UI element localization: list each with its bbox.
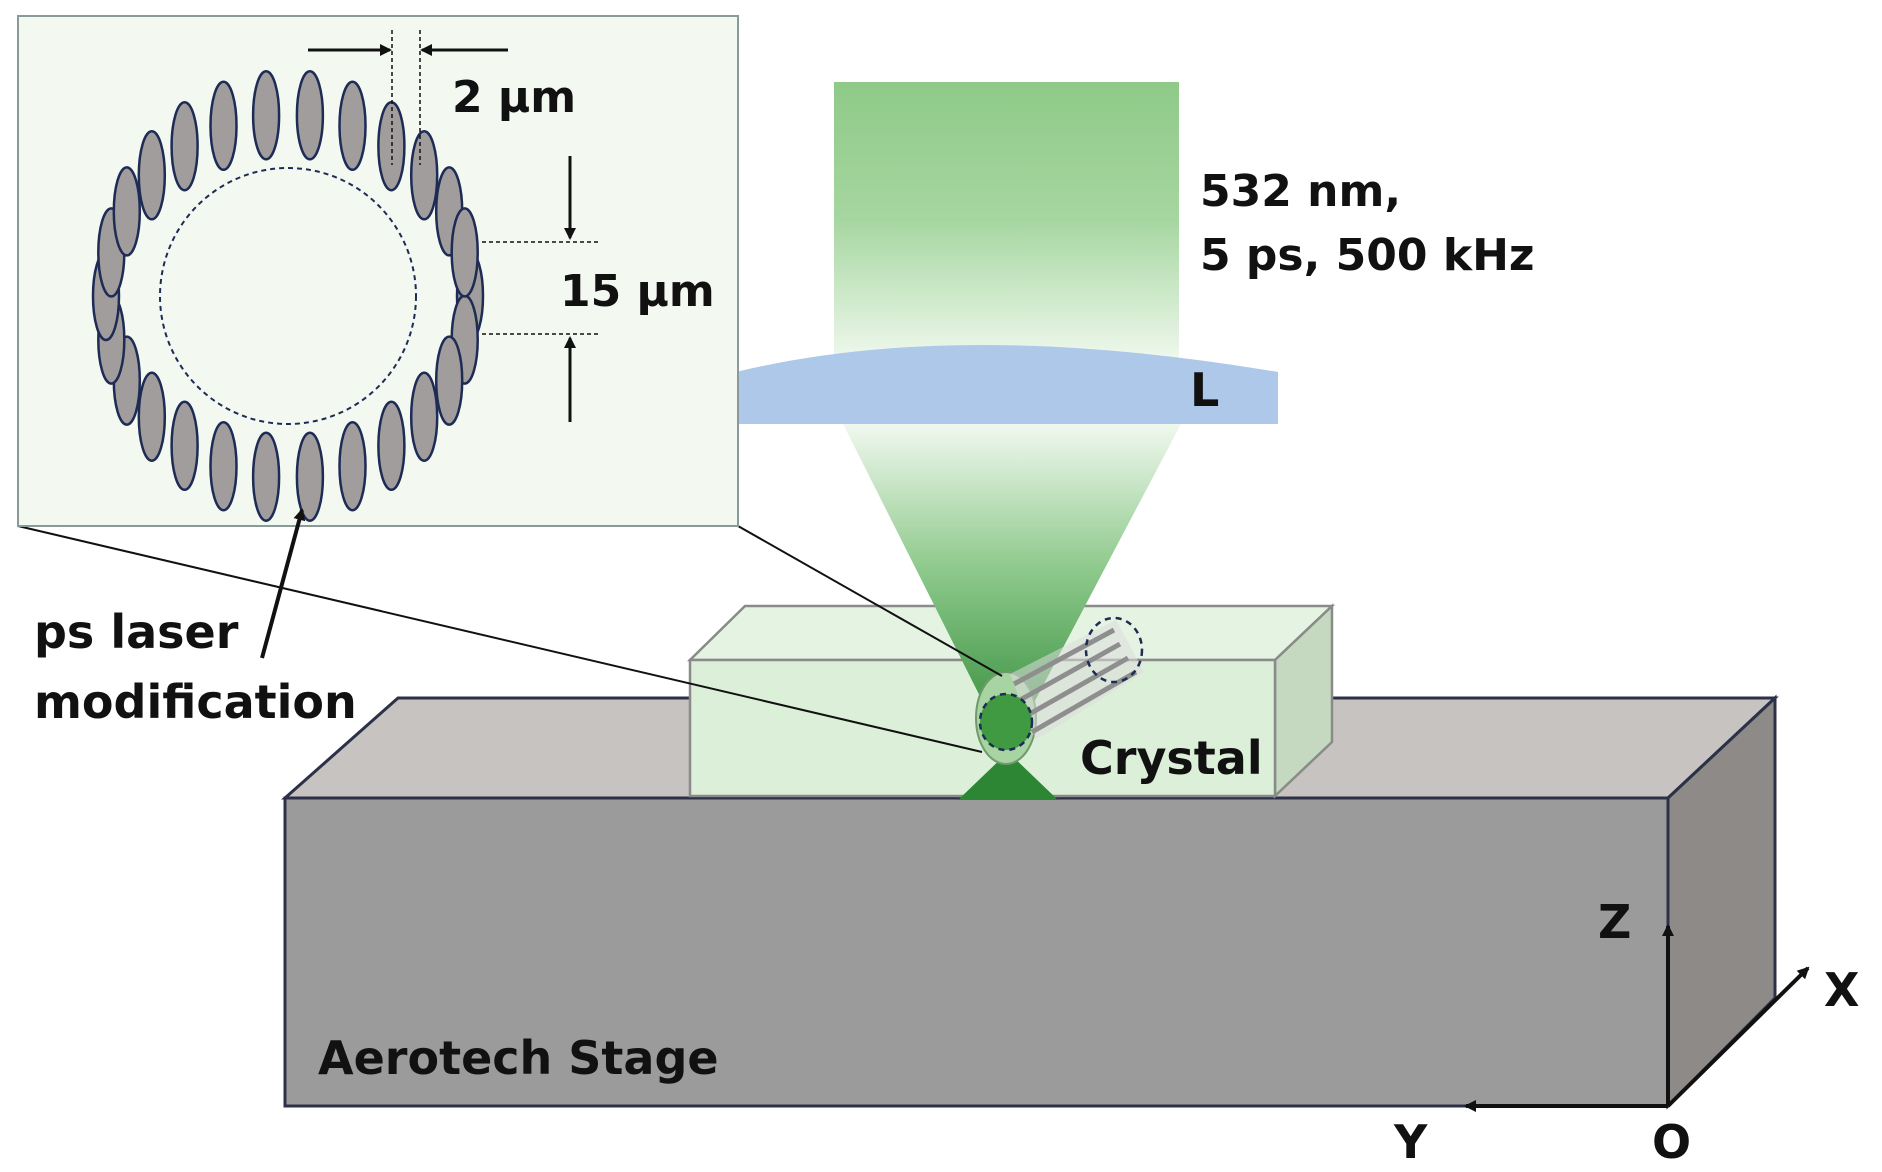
modification-pointer-arrow bbox=[260, 508, 306, 659]
callout-line-lower bbox=[17, 525, 983, 753]
modification-label-line2: modification bbox=[34, 675, 357, 729]
modification-label-line1: ps laser bbox=[34, 605, 239, 659]
modification-track bbox=[338, 80, 367, 172]
stage-label: Aerotech Stage bbox=[318, 1031, 719, 1085]
waveguide-front-circle bbox=[978, 692, 1034, 752]
focusing-cone bbox=[842, 422, 1182, 752]
waveguide-end-circle bbox=[1084, 616, 1144, 684]
diameter-label: 15 µm bbox=[560, 266, 715, 317]
lens-label: L bbox=[1190, 363, 1219, 417]
modification-track bbox=[409, 371, 439, 462]
modification-track bbox=[338, 420, 367, 512]
modification-track bbox=[209, 80, 238, 172]
callout-line-upper bbox=[737, 525, 1003, 677]
stage-front-face bbox=[283, 796, 1670, 1108]
modification-ring bbox=[91, 70, 485, 522]
core-boundary-circle bbox=[159, 167, 417, 425]
spacing-label: 2 µm bbox=[452, 72, 576, 123]
modification-track bbox=[295, 431, 325, 522]
modification-track bbox=[112, 166, 142, 257]
modification-track bbox=[377, 400, 406, 492]
modification-track bbox=[170, 400, 199, 492]
modification-track bbox=[209, 420, 238, 512]
crystal-label: Crystal bbox=[1080, 731, 1263, 785]
focus-spot bbox=[958, 752, 1058, 800]
laser-beam bbox=[834, 82, 1179, 358]
modification-track bbox=[251, 431, 281, 522]
modification-track bbox=[137, 130, 167, 221]
modification-track bbox=[434, 335, 464, 426]
modification-track bbox=[137, 371, 167, 462]
z-axis-label: Z bbox=[1598, 895, 1631, 949]
aerotech-stage bbox=[281, 694, 1779, 1110]
x-axis-arrow bbox=[1666, 966, 1810, 1108]
origin-label: O bbox=[1652, 1115, 1691, 1169]
modification-track bbox=[170, 100, 199, 192]
modification-track bbox=[409, 130, 439, 221]
waveguide-cylinder bbox=[975, 616, 1144, 765]
wavelength-label-line1: 532 nm, bbox=[1200, 166, 1401, 217]
modification-track bbox=[450, 207, 479, 298]
modification-track bbox=[295, 70, 325, 161]
x-axis-label: X bbox=[1824, 963, 1859, 1017]
inset-panel: 2 µm 15 µm bbox=[17, 15, 739, 527]
modification-track bbox=[251, 70, 281, 161]
coordinate-axes: Z X Y O bbox=[1393, 895, 1859, 1169]
lens bbox=[736, 345, 1278, 424]
wavelength-label-line2: 5 ps, 500 kHz bbox=[1200, 230, 1535, 281]
y-axis-label: Y bbox=[1393, 1115, 1428, 1169]
